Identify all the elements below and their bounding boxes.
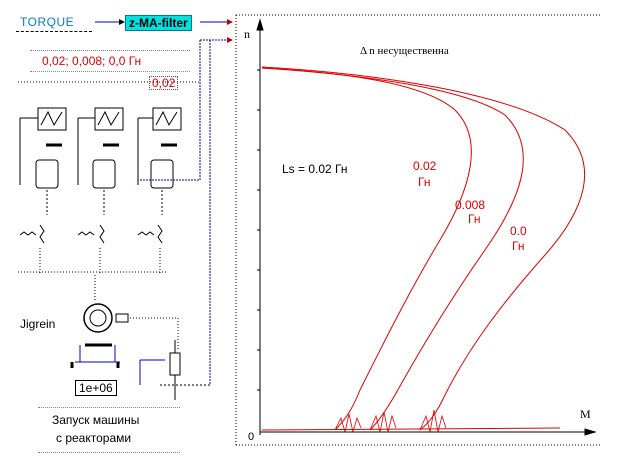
y-axis-label: n [244,27,250,41]
ls-box: 0,02 [149,76,179,90]
reactor-branch-2 [77,107,124,244]
reactor-branch-1 [19,107,67,244]
torque-label: TORQUE [20,15,75,29]
curve-label-1-unit: Гн [418,175,431,189]
curve-label-3-unit: Гн [512,239,525,253]
curve-label-1-value: 0.02 [413,159,437,173]
potentiometer [139,40,211,400]
oscillation-2 [369,411,397,433]
bus-lines [18,81,200,350]
motor-symbol [70,303,129,368]
reactor-branch-3 [137,107,182,244]
origin-label: 0 [248,431,255,443]
caption-line-1: Запуск машины [52,413,140,427]
curve-ls-0-0 [261,66,586,431]
arrow-head-filter [119,19,125,25]
filter-block: z-MA-filter [125,15,192,31]
curve-label-2-unit: Гн [468,212,481,226]
plot-axes [235,14,600,446]
ls-note: Ls = 0.02 Гн [282,162,348,176]
inductance-frame [30,50,190,72]
torque-underline [16,31,92,32]
motor-label: Jigrein [20,317,56,331]
curve-label-3-value: 0.0 [510,224,527,238]
y-ticks [257,69,260,391]
annotation-top: Δ n несущественна [360,45,449,57]
x-axis-label: M [580,407,591,421]
signal-lines [95,21,230,181]
oscillation-1 [334,413,362,433]
time-block: 1e+06 [75,380,117,396]
arrow-head-plot2 [227,37,233,43]
caption-frame [38,407,180,453]
speed-torque-curves [261,66,586,433]
inductance-values: 0,02; 0,008; 0,0 Гн [42,54,142,68]
curve-ls-0-008 [261,67,524,431]
curve-label-2-value: 0.008 [455,198,486,212]
oscillation-3 [419,409,447,433]
arrow-head-plot [227,19,233,25]
caption-line-2: с реакторами [56,431,132,445]
curve-ls-0-02 [261,67,472,431]
